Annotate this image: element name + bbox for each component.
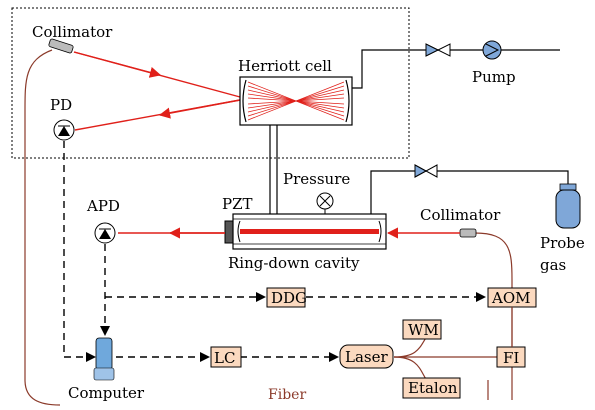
valve-top-icon [425,43,451,57]
probe-gas-line [370,170,569,214]
laser-box [339,344,394,369]
collimator-right-label: Collimator [420,206,501,224]
computer-label: Computer [68,384,145,402]
ring-down-cavity-label: Ring-down cavity [228,254,360,272]
ddg-arrow-head-left [256,292,266,302]
ddg-arrow-head-right [476,292,486,302]
pd-icon [53,119,75,141]
lc-arrow-head [200,352,210,362]
laser-label: Laser [345,348,388,366]
pressure-gauge-icon [316,192,334,214]
probe-gas-label-1: Probe [540,234,585,252]
pd-arrow-head [86,352,96,362]
ddg-box [266,287,306,308]
pressure-label: Pressure [283,170,350,188]
fi-label: FI [503,349,519,367]
etalon-box [402,377,461,399]
pd-label: PD [50,96,72,114]
collimator-right-icon [459,228,477,238]
fiber-left [24,49,61,406]
etalon-label: Etalon [408,379,458,397]
wm-label: WM [408,321,439,339]
collimator-top-label: Collimator [32,23,113,41]
gas-tube [269,125,278,214]
fiber-right-loop [474,232,513,400]
fiber-label: Fiber [268,387,306,403]
herriott-cell-label: Herriott cell [238,57,332,75]
valve-right-icon [414,164,438,178]
apd-icon [94,222,116,244]
probe-gas-label-2: gas [540,256,566,274]
pzt-label: PZT [222,195,253,213]
fi-box [496,346,526,368]
computer-icon [93,337,115,381]
collimator-top-icon [48,38,74,54]
apd-label: APD [86,197,120,215]
herriott-cell [239,76,353,126]
beam-out-arrow [158,99,241,119]
aom-label: AOM [491,289,531,307]
ddg-label: DDG [271,289,307,307]
pump-icon [482,40,502,60]
ring-down-cavity [224,213,387,250]
lc-label: LC [214,349,235,367]
wm-box [402,319,442,340]
laser-arrow-head [329,352,339,362]
beam-into-cell-arrow [73,51,162,78]
pd-to-computer-line [63,141,92,358]
apd-arrow-head [100,326,110,336]
lc-box [210,346,242,368]
pump-label: Pump [472,68,516,86]
pump-line [352,49,560,89]
enclosure-box [11,7,410,159]
gas-cylinder-icon [555,183,581,229]
